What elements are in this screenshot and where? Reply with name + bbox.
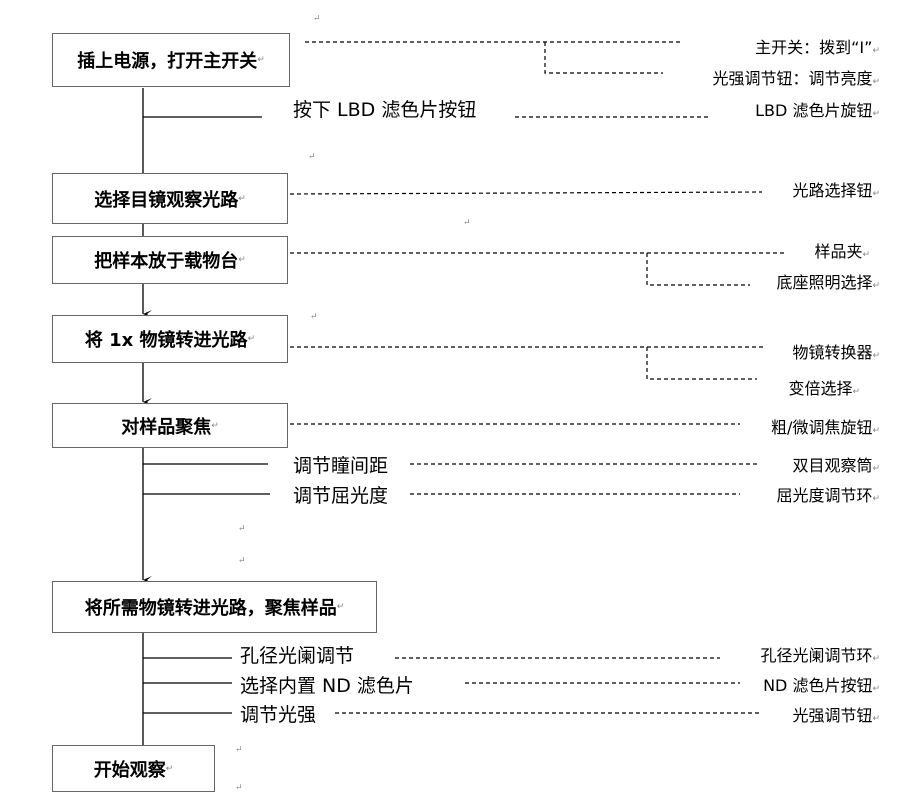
label-nd-button: ND 滤色片按钮: [763, 675, 880, 700]
label-diopter-ring: 屈光度调节环: [776, 485, 880, 510]
paragraph-mark: [310, 312, 318, 322]
label-brightness: 光强调节钮：调节亮度: [712, 68, 880, 93]
paragraph-mark: [235, 745, 243, 755]
paragraph-mark: [238, 556, 246, 566]
label-focus-knob: 粗/微调焦旋钮: [771, 417, 880, 442]
substep-lbd: 按下 LBD 滤色片按钮: [293, 99, 477, 121]
label-binocular-tube: 双目观察筒: [792, 455, 880, 480]
step-label: 开始观察: [93, 759, 166, 781]
label-light-knob: 光强调节钮: [792, 705, 880, 730]
step-label: 将所需物镜转进光路，聚焦样品: [84, 598, 337, 619]
paragraph-mark: [308, 152, 316, 162]
step-start-observation: 开始观察: [52, 745, 215, 792]
step-place-specimen: 把样本放于载物台: [52, 236, 288, 284]
label-nosepiece: 物镜转换器: [792, 342, 880, 367]
substep-ipd: 调节瞳间距: [293, 455, 389, 477]
substep-nd: 选择内置 ND 滤色片: [240, 675, 414, 697]
label-main-switch: 主开关：拨到“I”: [755, 37, 880, 62]
label-aperture-ring: 孔径光阑调节环: [760, 645, 880, 670]
step-focus-specimen: 对样品聚焦: [52, 403, 288, 448]
step-plug-in-power: 插上电源，打开主开关: [52, 33, 290, 87]
paragraph-mark: [235, 783, 243, 793]
step-label: 插上电源，打开主开关: [77, 51, 258, 72]
paragraph-mark: [463, 218, 471, 228]
substep-diopter: 调节屈光度: [293, 485, 389, 507]
label-zoom-select: 变倍选择: [788, 378, 860, 403]
label-path-selector: 光路选择钮: [792, 180, 880, 205]
step-select-eyepiece-path: 选择目镜观察光路: [52, 173, 288, 224]
step-label: 选择目镜观察光路: [94, 189, 239, 211]
substep-light: 调节光强: [240, 704, 317, 726]
step-1x-objective: 将 1x 物镜转进光路: [52, 315, 288, 363]
label-base-illumination: 底座照明选择: [776, 272, 880, 297]
substep-aperture: 孔径光阑调节: [240, 645, 355, 667]
step-label: 对样品聚焦: [121, 416, 212, 438]
label-lbd-knob: LBD 滤色片旋钮: [755, 100, 880, 125]
paragraph-mark: [313, 14, 321, 24]
step-label: 将 1x 物镜转进光路: [84, 330, 248, 351]
label-specimen-clip: 样品夹: [814, 241, 870, 266]
step-required-objective: 将所需物镜转进光路，聚焦样品: [52, 581, 377, 633]
paragraph-mark: [238, 524, 246, 534]
step-label: 把样本放于载物台: [94, 251, 239, 272]
